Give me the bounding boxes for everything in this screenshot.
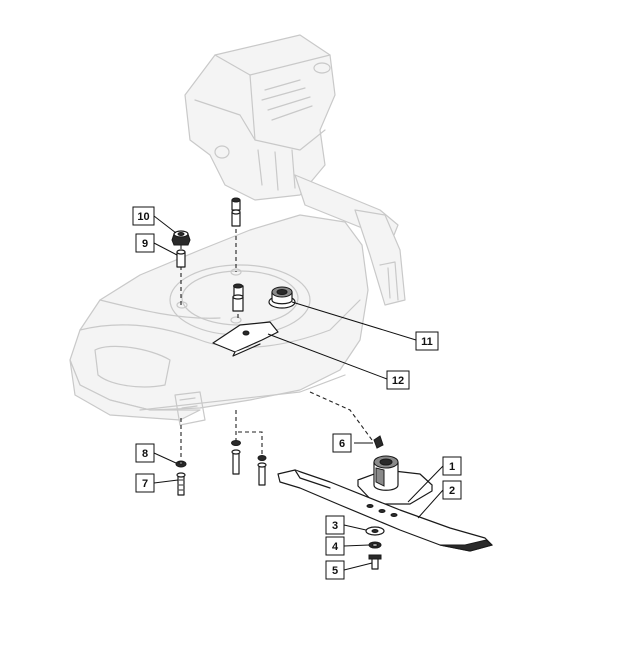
callout-8-label: 8	[142, 448, 148, 460]
mower-deck-ghost	[69, 34, 406, 426]
part-11-bushing	[268, 286, 296, 309]
callout-5: 5	[325, 560, 345, 580]
part-4-lock-washer	[368, 541, 382, 549]
callout-11: 11	[415, 331, 439, 351]
part-8-washer	[175, 460, 187, 468]
callout-1: 1	[442, 456, 462, 476]
callout-7-label: 7	[142, 478, 148, 490]
part-12-bracket	[212, 321, 279, 357]
part-2-blade	[277, 469, 494, 552]
part-5-blade-bolt	[368, 554, 382, 570]
callout-6: 6	[332, 433, 352, 453]
callout-6-label: 6	[339, 438, 345, 450]
part-1-blade-adapter	[357, 455, 433, 505]
leader-lines	[153, 215, 444, 571]
callout-5-label: 5	[332, 565, 338, 577]
callout-2-label: 2	[449, 485, 455, 497]
upper-spacers	[231, 197, 244, 312]
callout-9: 9	[135, 233, 155, 253]
callout-1-label: 1	[449, 461, 455, 473]
callout-10: 10	[132, 206, 155, 226]
callout-4-label: 4	[332, 541, 339, 553]
part-10-nut	[171, 230, 191, 246]
part-9-spacer	[176, 249, 186, 268]
callout-2: 2	[442, 480, 462, 500]
callout-4: 4	[325, 536, 345, 556]
callout-7: 7	[135, 473, 155, 493]
callout-3-label: 3	[332, 520, 338, 532]
callout-12-label: 12	[392, 375, 404, 387]
callout-3: 3	[325, 515, 345, 535]
callout-12: 12	[386, 370, 410, 390]
part-7-bolt	[176, 472, 186, 496]
callout-11-label: 11	[421, 336, 433, 348]
middle-fasteners	[231, 440, 267, 486]
part-3-washer	[365, 526, 385, 536]
callout-9-label: 9	[142, 238, 148, 250]
part-6-key	[373, 435, 384, 449]
callout-10-label: 10	[137, 211, 149, 223]
callout-8: 8	[135, 443, 155, 463]
